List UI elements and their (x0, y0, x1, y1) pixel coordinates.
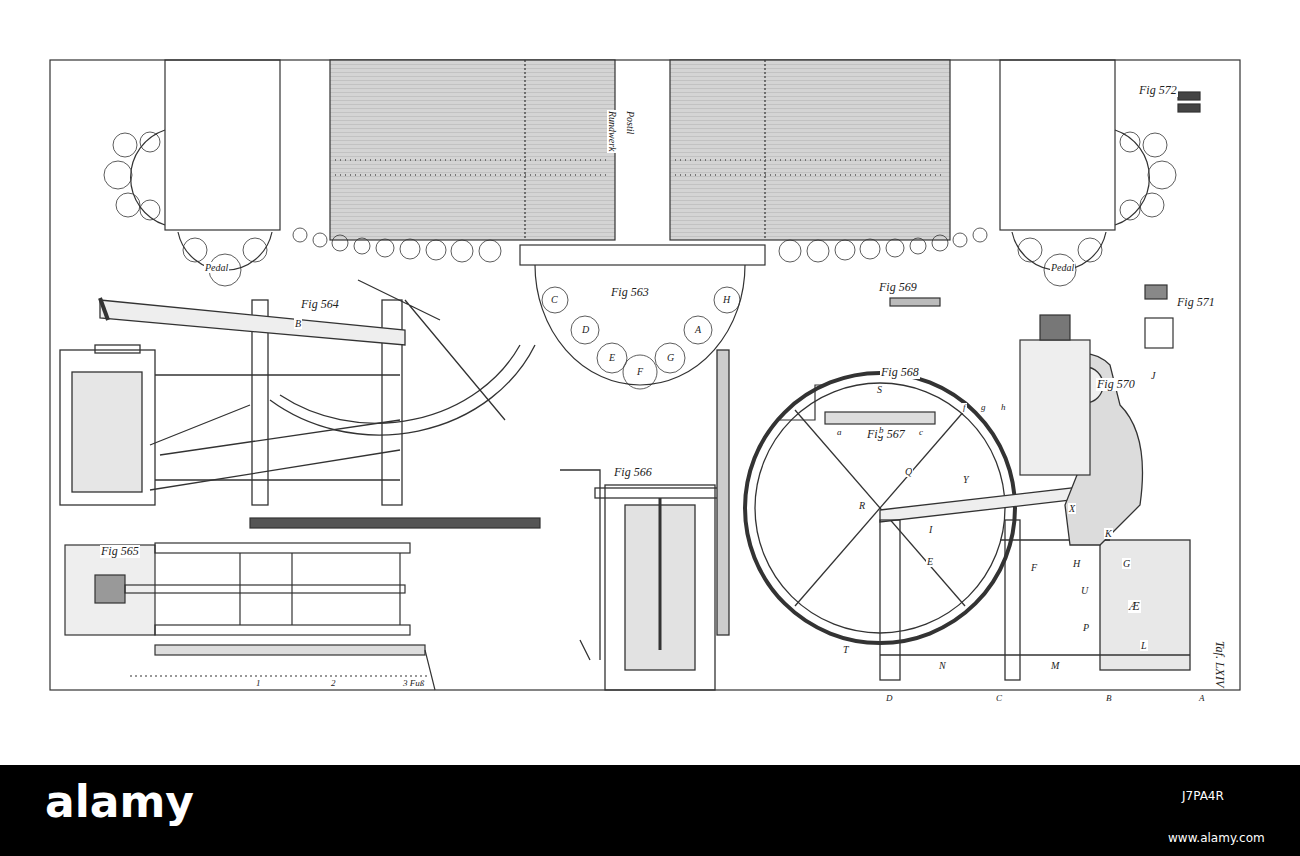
part-label: A (1198, 694, 1206, 704)
part-label: G (666, 352, 675, 363)
part-label: Rundwerk (607, 110, 618, 153)
part-label: g (980, 403, 987, 413)
part-label: Postil (625, 110, 636, 135)
part-label: Fig 568 (880, 366, 920, 379)
part-label: E (926, 556, 934, 567)
part-label: H (1072, 558, 1081, 569)
part-label: c (918, 428, 924, 438)
part-label: C (995, 694, 1003, 704)
part-label: Q (904, 466, 913, 477)
part-label: A (694, 324, 702, 335)
part-label: F (1030, 562, 1038, 573)
part-label: M (1050, 660, 1060, 671)
part-label: B (294, 318, 302, 329)
part-label: Fig 569 (878, 281, 918, 294)
part-label: Fig 567 (866, 428, 906, 441)
part-label: Taf. LXIV (1213, 640, 1226, 688)
part-label: T (842, 644, 850, 655)
part-label: 3 Fuß (402, 679, 425, 689)
part-label: Fig 570 (1096, 378, 1136, 391)
part-label: Fig 563 (610, 286, 650, 299)
part-label: J (1150, 370, 1156, 381)
part-label: P (1082, 622, 1090, 633)
part-label: E (608, 352, 616, 363)
part-label: G (1122, 558, 1131, 569)
part-label: Fig 566 (613, 466, 653, 479)
part-label: B (1105, 694, 1113, 704)
watermark: alamy (45, 778, 194, 826)
part-label: H (722, 294, 731, 305)
part-label: Fig 571 (1176, 296, 1216, 309)
part-label: D (581, 324, 590, 335)
part-label: S (876, 384, 883, 395)
part-label: I (928, 524, 933, 535)
part-label: Y (962, 474, 970, 485)
part-label: f (962, 403, 967, 413)
part-label: X (1068, 503, 1076, 514)
part-label: b (878, 426, 885, 436)
part-label: Æ (1128, 600, 1141, 613)
part-label: a (836, 428, 843, 438)
part-label: Fig 565 (100, 545, 140, 558)
part-label: Pedal (204, 262, 229, 273)
watermark: www.alamy.com (1168, 832, 1265, 845)
part-label: 1 (255, 679, 262, 689)
watermark: J7PA4R (1182, 790, 1224, 803)
part-label: L (1140, 640, 1148, 651)
part-label: h (1000, 403, 1007, 413)
part-label: Pedal (1050, 262, 1075, 273)
part-label: C (550, 294, 559, 305)
part-label: U (1080, 585, 1089, 596)
part-label: N (938, 660, 947, 671)
part-label: D (885, 694, 894, 704)
part-label: K (1104, 528, 1113, 539)
part-label: 2 (330, 679, 337, 689)
part-label: F (636, 366, 644, 377)
part-label: R (858, 500, 866, 511)
part-label: Fig 572 (1138, 84, 1178, 97)
part-label: Fig 564 (300, 298, 340, 311)
